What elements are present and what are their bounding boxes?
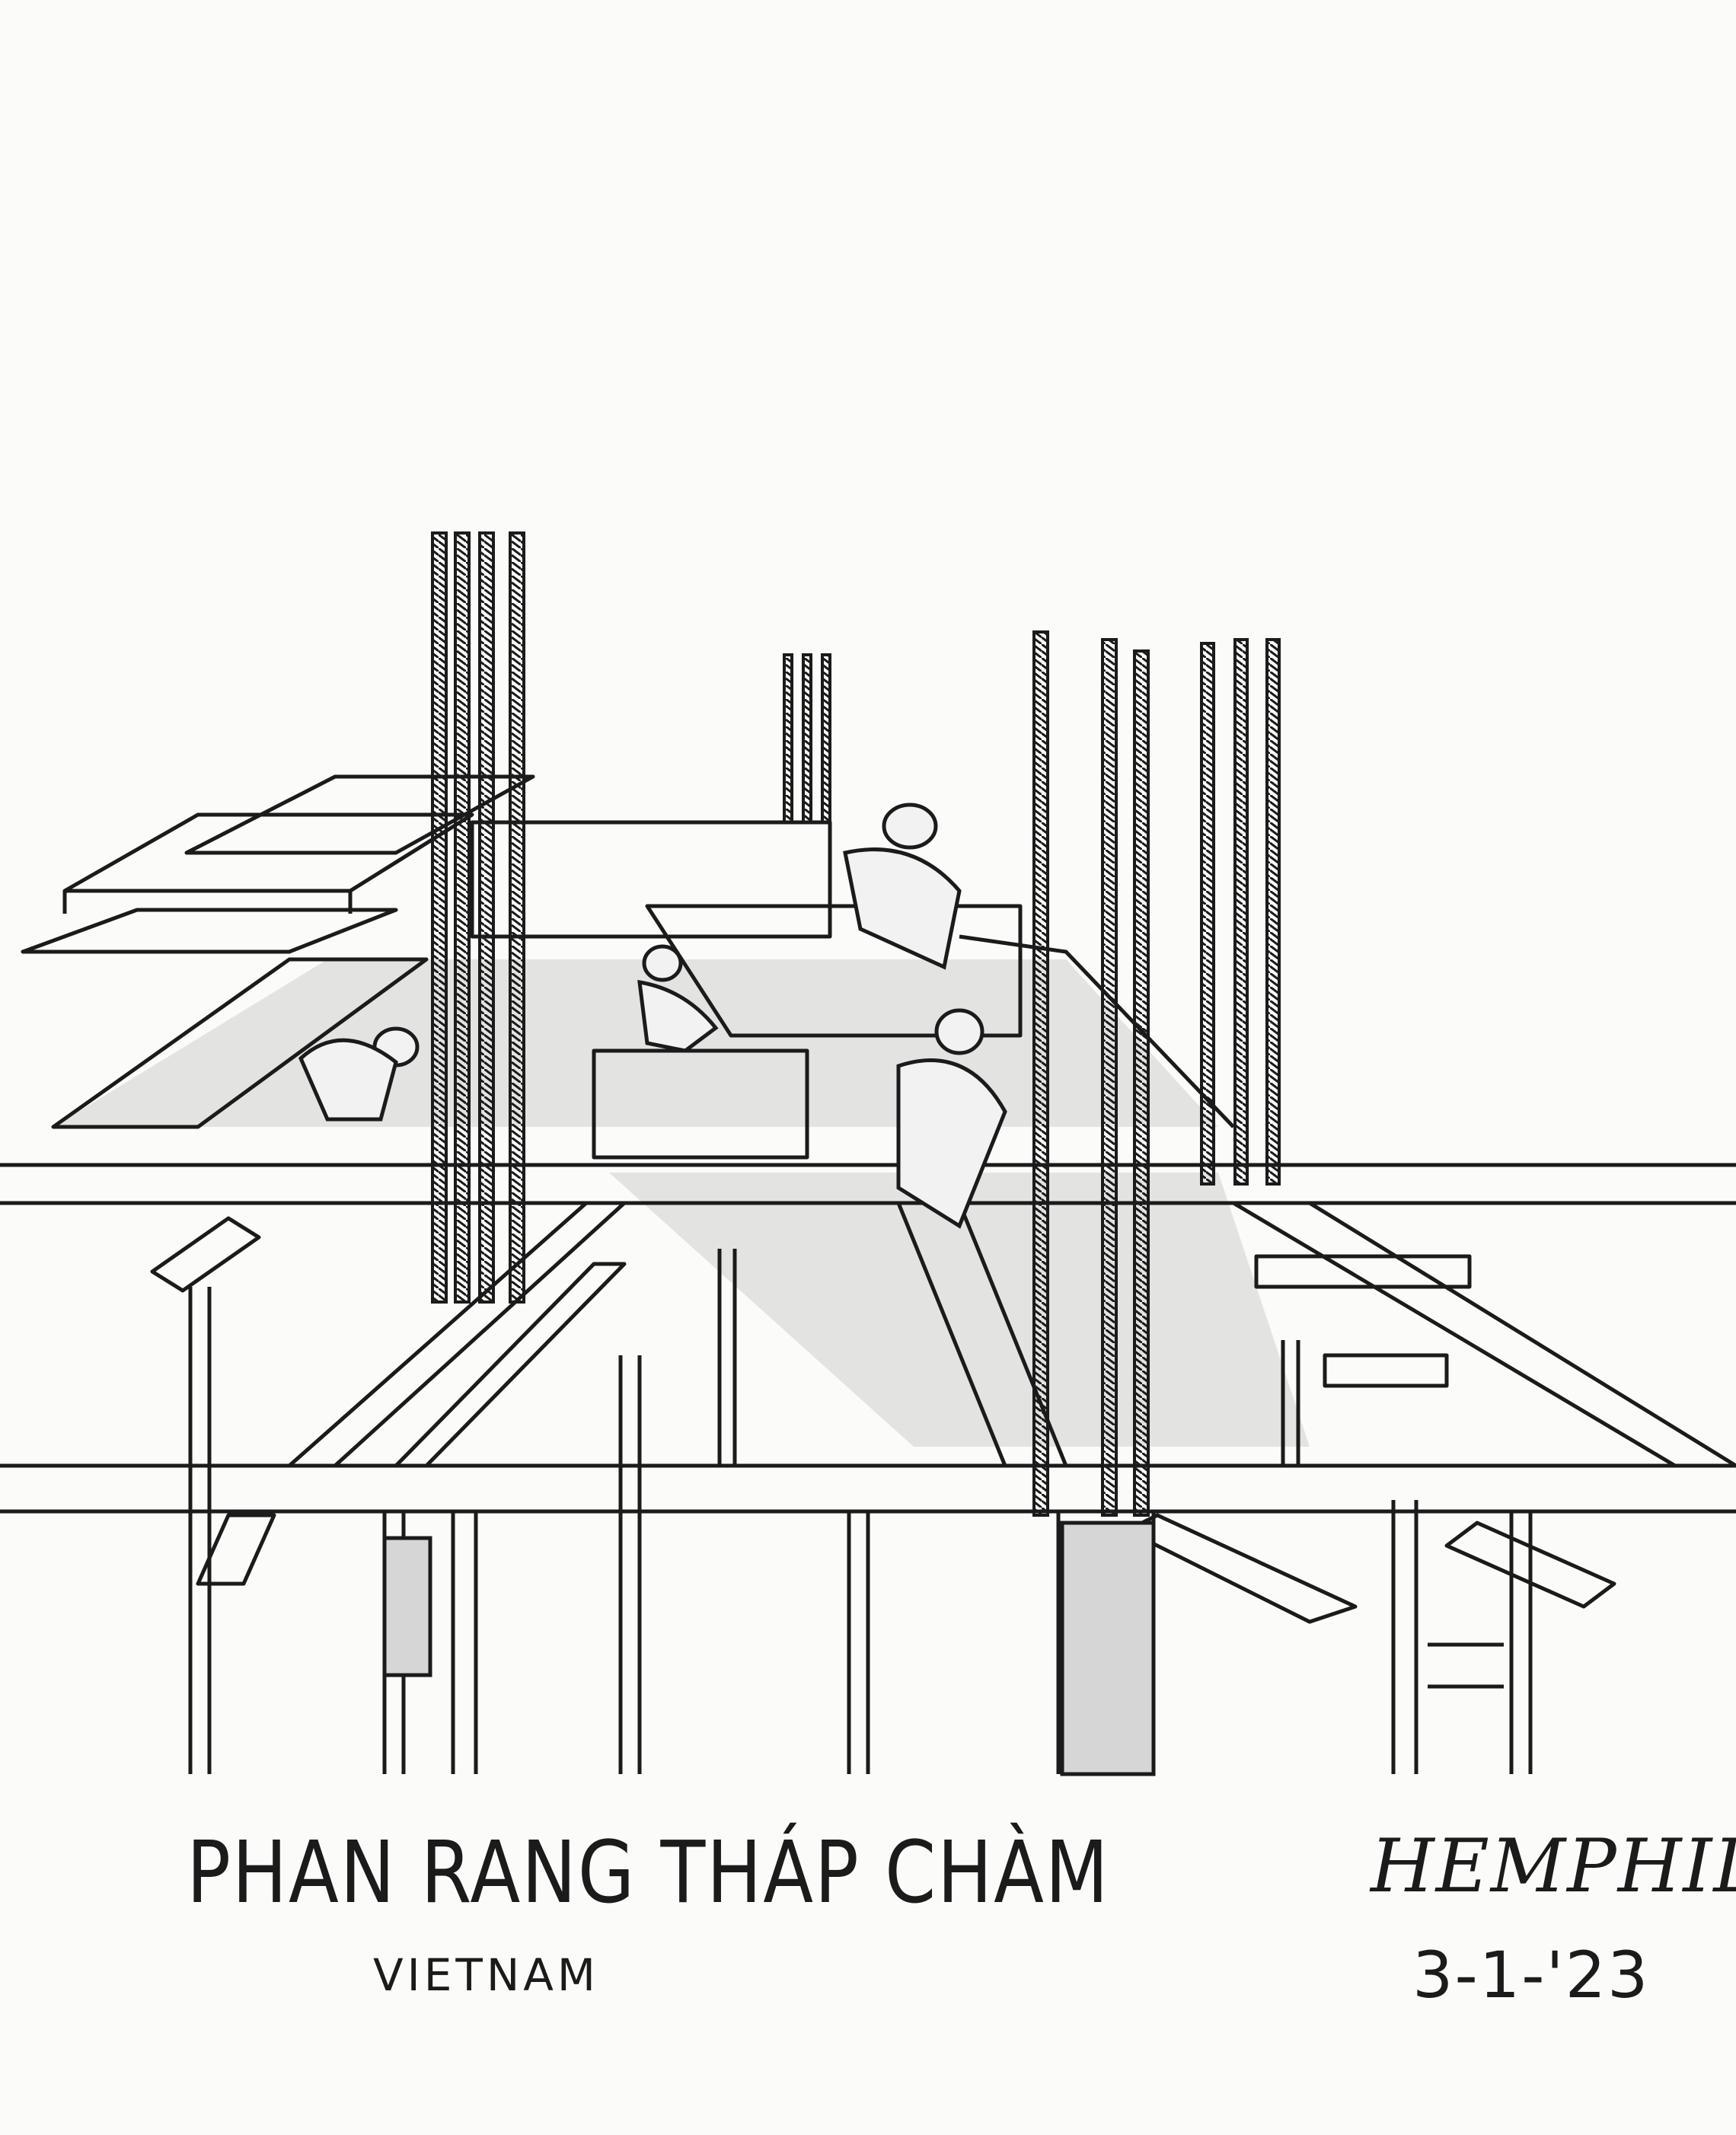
sketch-date: 3-1-'23 — [1412, 1938, 1650, 2012]
concrete-column-stubs — [382, 1521, 1156, 1776]
stacked-formwork-boards — [21, 774, 535, 954]
rebar-columns — [431, 531, 1281, 1517]
worker-seated-top — [843, 803, 962, 970]
construction-workers — [298, 803, 1007, 1229]
artist-signature: HEMPHILL — [1371, 1824, 1736, 1909]
caption-subtitle: VIETNAM — [373, 1949, 599, 2001]
caption-title: PHAN RANG THÁP CHÀM — [187, 1824, 1110, 1923]
worker-sawing — [896, 1008, 1007, 1229]
worker-left — [298, 1026, 420, 1122]
worker-crouching — [637, 944, 719, 1053]
